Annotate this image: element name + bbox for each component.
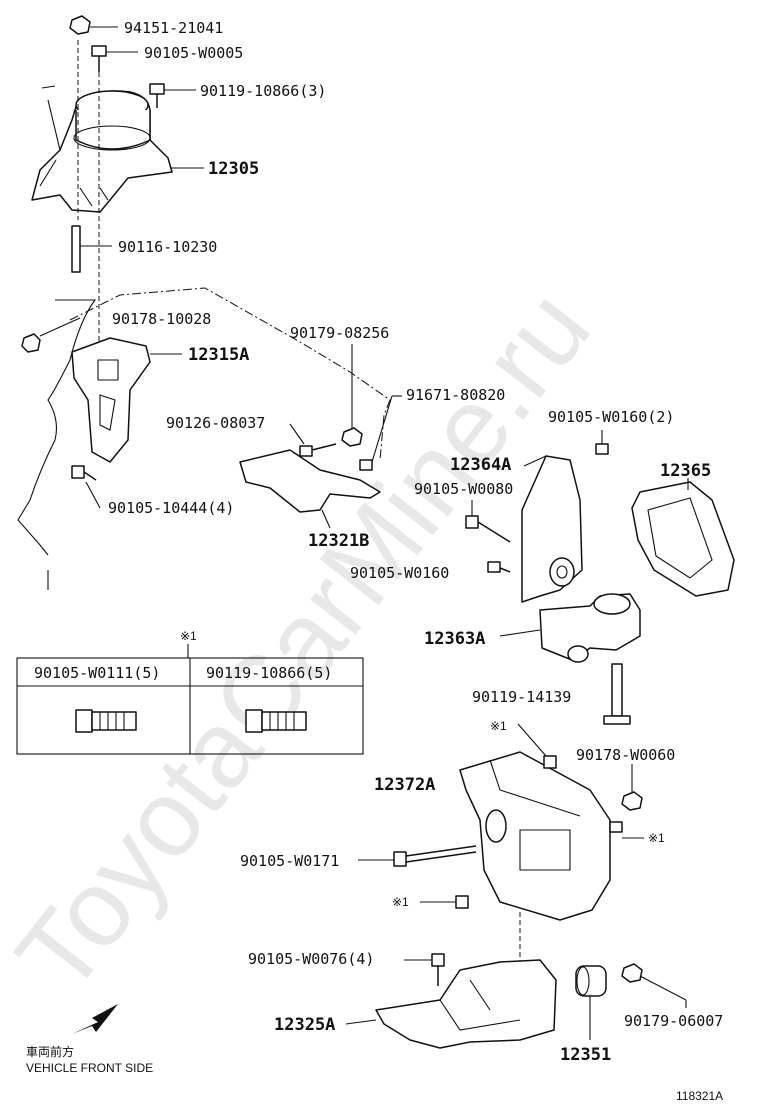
label-90179-08256: 90179-08256 (290, 324, 389, 342)
label-90119-10866-3: 90119-10866(3) (200, 82, 326, 100)
bracket-12372A (459, 751, 611, 921)
label-12363A: 12363A (424, 629, 485, 649)
label-12321B: 12321B (308, 531, 369, 551)
label-90119-14139: 90119-14139 (472, 688, 571, 706)
label-12325A: 12325A (274, 1015, 335, 1035)
note-table: ※1 90105-W0111(5) 90119-10866(5) (16, 629, 364, 755)
mount-12363A (499, 593, 641, 663)
label-90105-W0080: 90105-W0080 (414, 480, 513, 498)
stud-90116 (71, 225, 112, 273)
engine-outline (69, 287, 391, 461)
front-label-jp: 車両前方 (26, 1044, 74, 1059)
engine-block-outline (17, 299, 97, 590)
label-note1-right: ※1 (648, 831, 665, 845)
bracket-12364A (521, 455, 583, 603)
figure-id: 118321A (676, 1089, 723, 1103)
bracket-12325A (345, 959, 557, 1049)
label-12315A: 12315A (188, 345, 249, 365)
label-90105-W0076-4: 90105-W0076(4) (248, 950, 374, 968)
bolt-90105-10444 (71, 465, 101, 509)
label-12351: 12351 (560, 1045, 611, 1065)
bolt-note1-right (609, 821, 644, 839)
label-12364A: 12364A (450, 455, 511, 475)
label-12372A: 12372A (374, 775, 435, 795)
table-header-col1: 90105-W0111(5) (34, 664, 160, 682)
label-90105-W0005: 90105-W0005 (144, 44, 243, 62)
nut-90178-10028 (21, 317, 81, 353)
nut-90179-08256 (341, 344, 363, 447)
label-94151-21041: 94151-21041 (124, 19, 223, 37)
bolt-90119-10866 (149, 83, 196, 108)
label-12365: 12365 (660, 461, 711, 481)
bolt-90126 (289, 423, 337, 457)
nut-90178-W0060 (621, 764, 643, 811)
bracket-12315A (71, 337, 182, 463)
bushing-12351 (575, 965, 607, 1040)
bolt-note1-lower (420, 895, 469, 909)
label-90105-W0160-2: 90105-W0160(2) (548, 408, 674, 426)
label-90105-W0171: 90105-W0171 (240, 852, 339, 870)
bolt-90105-W0160-2 (595, 430, 609, 455)
label-note1-upper: ※1 (490, 719, 507, 733)
bolt-91671 (359, 395, 402, 471)
label-90105-10444-4: 90105-10444(4) (108, 499, 234, 517)
cover-12365 (631, 478, 735, 597)
label-90116-10230: 90116-10230 (118, 238, 217, 256)
engine-mount-12305 (31, 85, 173, 213)
bolt-90105-W0080 (465, 500, 511, 543)
label-note1-lower: ※1 (392, 895, 409, 909)
bolt-90119-14139 (603, 663, 631, 725)
front-arrow-icon (72, 1004, 118, 1034)
table-note-mark: ※1 (180, 629, 197, 643)
label-90178-W0060: 90178-W0060 (576, 746, 675, 764)
flange-bolt-illustration-2 (245, 709, 307, 733)
bolt-90105-W0160 (487, 561, 511, 573)
label-90178-10028: 90178-10028 (112, 310, 211, 328)
bolt-90105-W0171 (358, 845, 477, 867)
label-90126-08037: 90126-08037 (166, 414, 265, 432)
nut-90179-06007 (621, 963, 687, 1008)
label-90179-06007: 90179-06007 (624, 1012, 723, 1030)
flange-bolt-illustration-1 (75, 709, 137, 733)
label-91671-80820: 91671-80820 (406, 386, 505, 404)
bolt-90105-W0076 (404, 953, 445, 986)
bolt-90105-W0005 (91, 45, 138, 72)
nut-94151 (69, 15, 118, 35)
label-12305: 12305 (208, 159, 259, 179)
bracket-12321B (239, 449, 381, 529)
front-label-en: VEHICLE FRONT SIDE (26, 1061, 153, 1075)
table-header-col2: 90119-10866(5) (206, 664, 332, 682)
front-direction-indicator: 車両前方 VEHICLE FRONT SIDE (26, 1004, 153, 1075)
label-90105-W0160: 90105-W0160 (350, 564, 449, 582)
bolt-note1-upper (517, 723, 557, 769)
